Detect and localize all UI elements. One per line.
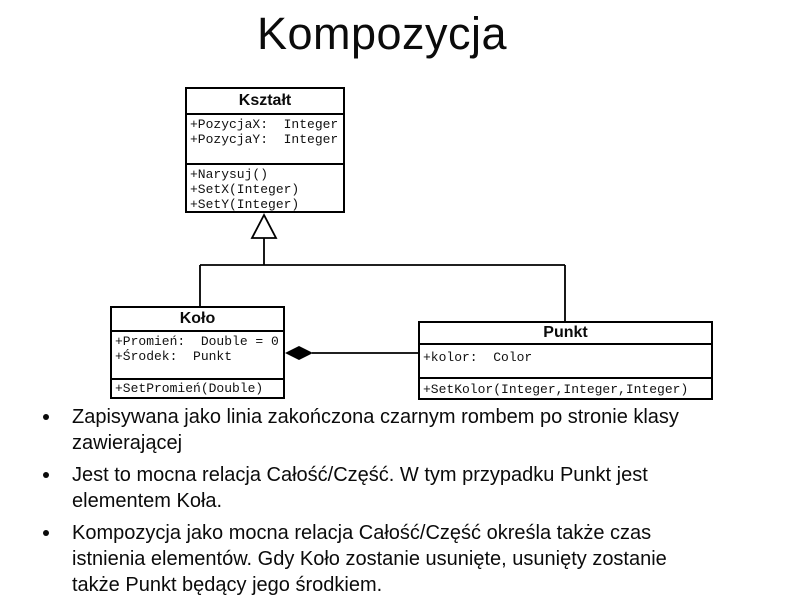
attributes-compartment: +kolor: Color: [420, 343, 711, 377]
generalization-arrow-icon: [250, 213, 278, 239]
methods-compartment: +Narysuj() +SetX(Integer) +SetY(Integer): [187, 163, 343, 211]
class-box-kolo: Koło +Promień: Double = 0 +Środek: Punkt…: [110, 306, 285, 399]
methods-compartment: +SetKolor(Integer,Integer,Integer): [420, 377, 711, 398]
bullet-text: Kompozycja jako mocna relacja Całość/Czę…: [72, 522, 667, 596]
composition-diamond-icon: [285, 346, 313, 360]
attribute-line: +PozycjaX: Integer: [190, 117, 339, 132]
class-name-kolo: Koło: [179, 310, 216, 327]
bullet-text: Zapisywana jako linia zakończona czarnym…: [72, 406, 679, 454]
bullet-icon: [43, 414, 49, 420]
bullet-icon: [43, 530, 49, 536]
attribute-line: +Środek: Punkt: [115, 349, 233, 364]
method-line: +SetX(Integer): [190, 182, 300, 197]
method-line: +Narysuj(): [190, 167, 269, 182]
class-box-punkt: Punkt +kolor: Color +SetKolor(Integer,In…: [418, 321, 713, 400]
list-item: Jest to mocna relacja Całość/Część. W ty…: [40, 462, 756, 514]
attribute-line: +Promień: Double = 0: [115, 334, 279, 349]
method-line: +SetKolor(Integer,Integer,Integer): [423, 382, 689, 397]
bullet-icon: [43, 472, 49, 478]
attribute-line: +PozycjaY: Integer: [190, 132, 339, 147]
method-line: +SetY(Integer): [190, 197, 300, 211]
list-item: Zapisywana jako linia zakończona czarnym…: [40, 404, 756, 456]
page-title: Kompozycja: [256, 8, 508, 59]
attribute-line: +kolor: Color: [423, 350, 533, 365]
bullet-list: Zapisywana jako linia zakończona czarnym…: [40, 404, 756, 600]
class-name-punkt: Punkt: [543, 324, 588, 341]
list-item: Kompozycja jako mocna relacja Całość/Czę…: [40, 520, 756, 598]
method-line: +SetPromień(Double): [115, 381, 264, 396]
class-box-ksztalt: Kształt +PozycjaX: Integer +PozycjaY: In…: [185, 87, 345, 213]
methods-compartment: +SetPromień(Double): [112, 378, 283, 397]
class-name-ksztalt: Kształt: [238, 92, 292, 109]
attributes-compartment: +PozycjaX: Integer +PozycjaY: Integer: [187, 113, 343, 163]
bullet-text: Jest to mocna relacja Całość/Część. W ty…: [72, 464, 648, 512]
attributes-compartment: +Promień: Double = 0 +Środek: Punkt: [112, 330, 283, 378]
